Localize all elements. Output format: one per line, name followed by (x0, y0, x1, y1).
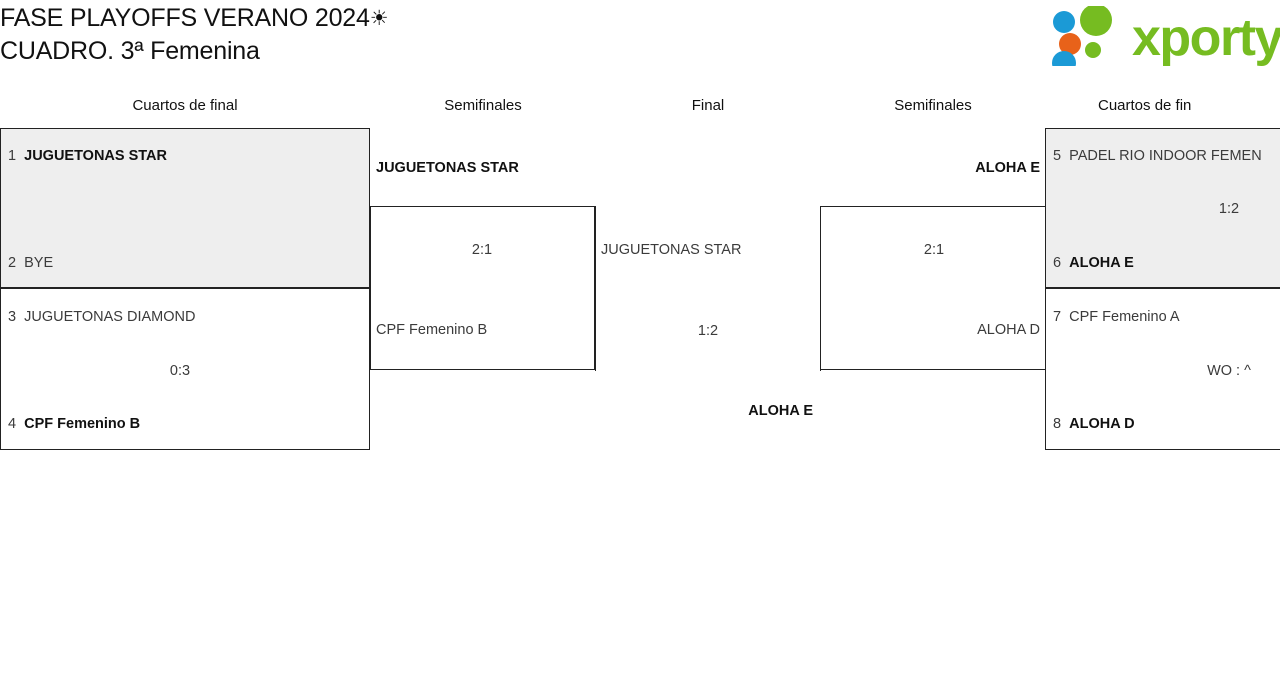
match-box-sf-left[interactable] (370, 206, 595, 370)
team-name: ALOHA E (975, 160, 1040, 176)
seed-number: 1 (8, 148, 25, 164)
seed-number: 2 (8, 255, 25, 271)
team-name: ALOHA D (977, 322, 1040, 338)
team-name: CPF Femenino A (1069, 309, 1180, 325)
team-name: ALOHA E (748, 403, 813, 419)
column-header-semifinals-right: Semifinales (894, 97, 972, 114)
team-name: ALOHA D (1069, 416, 1135, 432)
team-slot-qf-right-2-bottom[interactable]: 8 ALOHA D (1053, 415, 1135, 433)
match-box-qf-right-1[interactable] (1045, 128, 1280, 288)
team-slot-qf-right-2-top[interactable]: 7 CPF Femenino A (1053, 308, 1180, 326)
team-name: CPF Femenino B (376, 322, 488, 338)
team-name: JUGUETONAS STAR (601, 242, 742, 258)
team-name: JUGUETONAS DIAMOND (24, 309, 196, 325)
seed-number: 8 (1053, 416, 1070, 432)
sun-icon: ☀ (369, 7, 389, 30)
team-name: ALOHA E (1069, 255, 1134, 271)
team-name: CPF Femenino B (24, 416, 141, 432)
team-slot-sf-left-bottom[interactable]: CPF Femenino B (376, 321, 487, 339)
team-slot-qf-left-1-top[interactable]: 1 JUGUETONAS STAR (8, 147, 167, 165)
column-header-quarterfinals-left: Cuartos de final (132, 97, 238, 114)
match-score-qf-right-2: WO : ^ (1207, 363, 1251, 379)
logo-wordmark: xporty (1132, 9, 1280, 67)
team-slot-sf-right-top[interactable]: ALOHA E (820, 159, 1040, 177)
seed-number: 7 (1053, 309, 1070, 325)
match-score-final: 1:2 (697, 323, 719, 339)
team-slot-qf-right-1-top[interactable]: 5 PADEL RIO INDOOR FEMEN (1053, 147, 1262, 165)
match-score-qf-right-1: 1:2 (1218, 201, 1240, 217)
match-box-qf-right-2[interactable] (1045, 288, 1280, 450)
seed-number: 6 (1053, 255, 1070, 271)
team-slot-sf-right-bottom[interactable]: ALOHA D (820, 321, 1040, 339)
seed-number: 3 (8, 309, 25, 325)
seed-number: 4 (8, 416, 25, 432)
column-header-final: Final (691, 97, 725, 114)
team-slot-final-bottom[interactable]: ALOHA E (600, 402, 813, 420)
xporty-logo[interactable]: xporty (1048, 4, 1280, 75)
team-slot-qf-left-2-bottom[interactable]: 4 CPF Femenino B (8, 415, 140, 433)
match-score-sf-left: 2:1 (471, 242, 493, 258)
match-score-sf-right: 2:1 (923, 242, 945, 258)
final-left-rail (595, 206, 596, 371)
team-slot-qf-left-2-top[interactable]: 3 JUGUETONAS DIAMOND (8, 308, 195, 326)
team-slot-qf-right-1-bottom[interactable]: 6 ALOHA E (1053, 254, 1134, 272)
match-box-sf-right[interactable] (820, 206, 1046, 370)
team-slot-sf-left-top[interactable]: JUGUETONAS STAR (376, 159, 519, 177)
page-title: FASE PLAYOFFS VERANO 2024☀ CUADRO. 3ª Fe… (0, 2, 389, 68)
match-box-qf-left-1[interactable] (0, 128, 370, 288)
team-name: JUGUETONAS STAR (376, 160, 519, 176)
title-line-2: CUADRO. 3ª Femenina (0, 37, 260, 65)
match-box-qf-left-2[interactable] (0, 288, 370, 450)
team-slot-final-top[interactable]: JUGUETONAS STAR (601, 241, 741, 259)
seed-number: 5 (1053, 148, 1070, 164)
team-name: PADEL RIO INDOOR FEMEN (1069, 148, 1262, 164)
column-header-quarterfinals-right: Cuartos de fin (1098, 97, 1192, 114)
column-header-semifinals-left: Semifinales (444, 97, 522, 114)
team-slot-qf-left-1-bottom[interactable]: 2 BYE (8, 254, 53, 272)
team-name: BYE (24, 255, 54, 271)
team-name: JUGUETONAS STAR (24, 148, 167, 164)
title-line-1: FASE PLAYOFFS VERANO 2024 (0, 4, 370, 32)
match-score-qf-left-2: 0:3 (169, 363, 191, 379)
logo-dots-icon (1052, 4, 1112, 75)
